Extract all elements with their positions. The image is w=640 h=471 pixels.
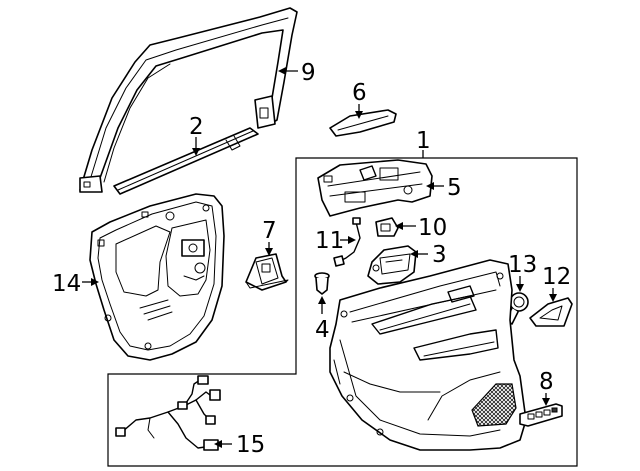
- callout-1: 1: [416, 128, 431, 154]
- callout-12: 12: [542, 264, 571, 290]
- callout-9: 9: [301, 60, 316, 86]
- trim-bezel-part: [529, 297, 573, 327]
- cable-part: [333, 217, 361, 267]
- clip-part: [314, 272, 330, 295]
- callout-10: 10: [418, 215, 447, 241]
- callout-8: 8: [539, 369, 554, 395]
- switch-part: [375, 217, 399, 237]
- wiring-harness-part: [115, 375, 221, 451]
- handle-cover-part: [329, 109, 397, 137]
- callout-11: 11: [315, 228, 344, 254]
- callout-13: 13: [508, 252, 537, 278]
- water-deflector-part: [89, 193, 225, 361]
- mount-bracket-part: [245, 253, 289, 291]
- window-frame-part: [79, 7, 298, 193]
- inside-handle-part: [367, 245, 417, 285]
- grille-knob-part: [505, 292, 529, 325]
- callout-2: 2: [189, 114, 204, 140]
- door-trim-panel-part: [329, 259, 527, 451]
- bezel-bracket-part: [317, 159, 433, 217]
- callout-6: 6: [352, 80, 367, 106]
- callout-15: 15: [236, 432, 265, 458]
- callout-7: 7: [262, 218, 277, 244]
- weatherstrip-part: [113, 127, 259, 195]
- callout-4: 4: [315, 317, 330, 343]
- callout-5: 5: [447, 175, 462, 201]
- callout-14: 14: [52, 271, 81, 297]
- callout-3: 3: [432, 242, 447, 268]
- window-switch-part: [519, 403, 563, 427]
- assembly-boundary: [107, 157, 578, 467]
